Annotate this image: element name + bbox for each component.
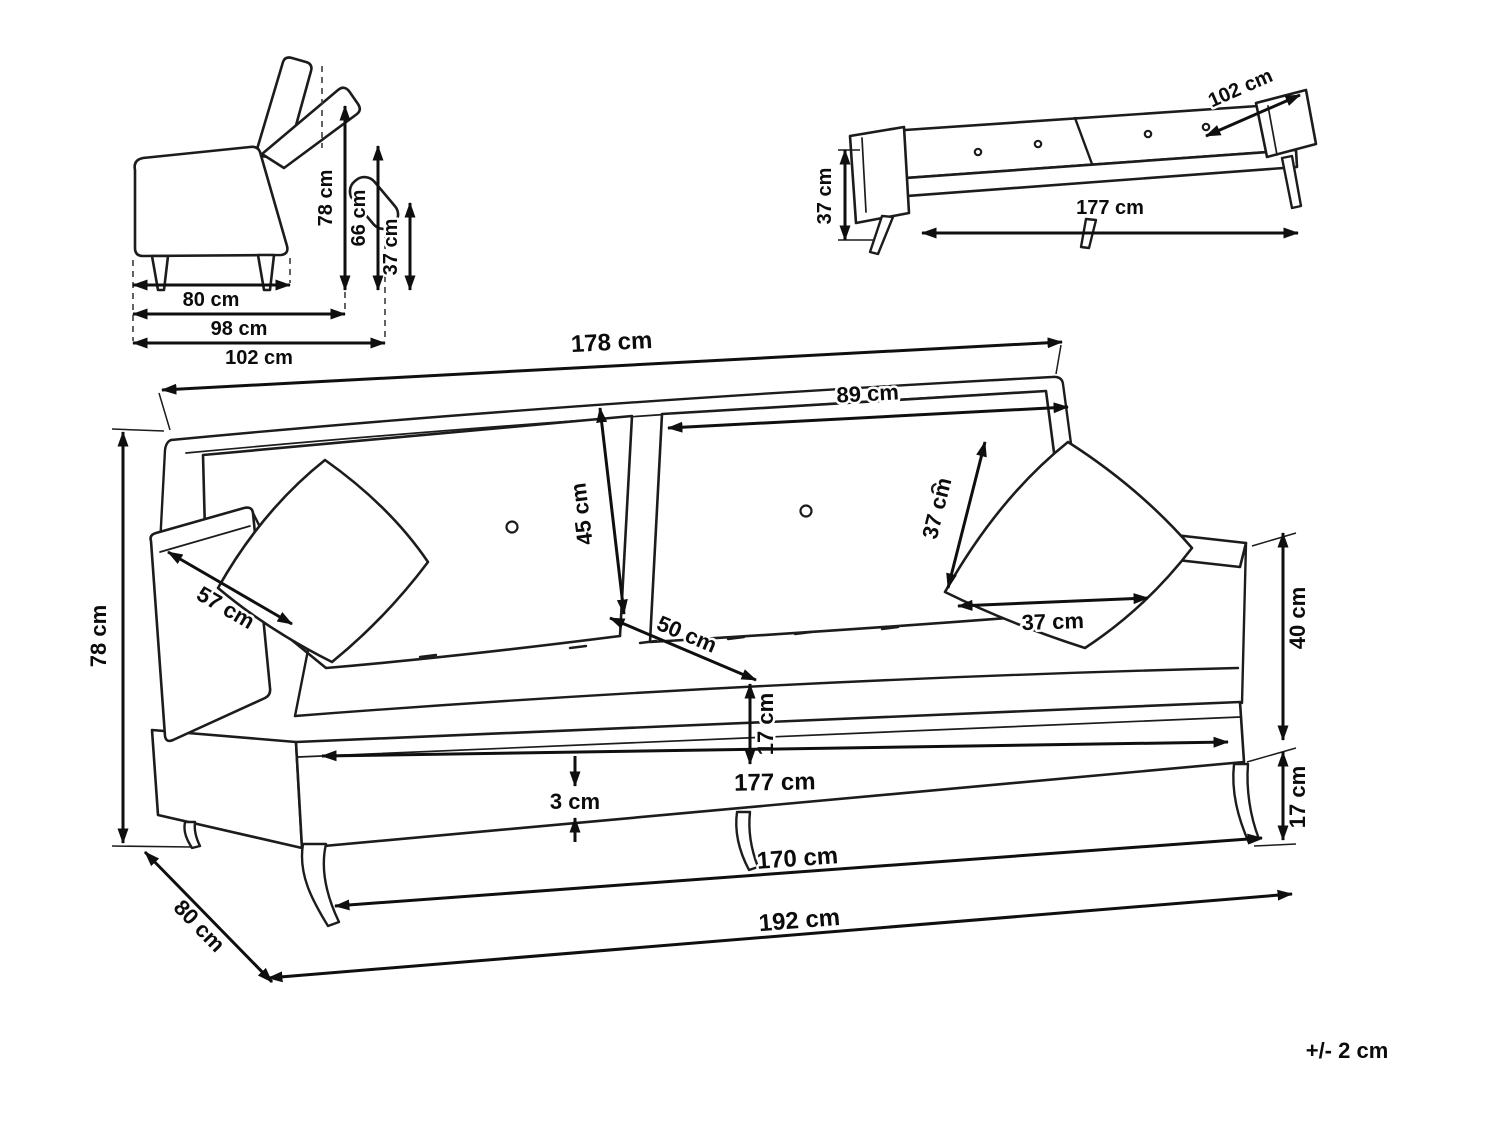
dim-bed-length: 177 cm [921,195,1299,239]
dim-side-mid-depth: 98 cm [132,308,346,343]
leg-front-middle [735,810,760,872]
leg-back-left [183,820,202,850]
dimension-arrow [957,593,1149,611]
dim-seat-width: 177 cm [321,736,1229,799]
dimension-arrow [167,550,293,626]
tufting-button [799,504,813,518]
dim-leg-span: 170 cm [334,833,1263,911]
bed-length-label: 177 cm [1076,197,1144,219]
side-back-height-label: 78 cm [315,170,337,227]
side-backrest-reclined [260,86,362,170]
side-seat [133,145,289,258]
side-guide-lines [132,66,386,341]
dimension-arrow [143,850,274,984]
base-left-face [150,728,304,850]
bed-left-armrest [848,125,911,225]
cushion-width-label: 37 cm [1021,608,1084,635]
dim-depth: 80 cm [143,850,274,984]
backrest-section-width-label: 89 cm [836,379,900,407]
dim-seat-thickness: 17 cm [744,683,781,765]
left-armrest-edge [159,525,251,553]
side-mid-depth-label: 98 cm [211,318,268,340]
dim-side-seat-height: 37 cm [378,202,416,291]
bed-fold-line [1073,116,1094,166]
dim-cushion-width: 37 cm [957,593,1149,638]
dim-armrest-height: 40 cm [1246,532,1313,847]
leg-front-right [1232,762,1261,845]
tufting-button [930,482,944,496]
dimension-arrow [596,407,628,615]
armrest-height-label: 40 cm [1285,587,1310,649]
seat-thickness-label: 17 cm [753,693,778,755]
leg-height-label: 17 cm [1285,766,1310,828]
side-headrest-height-label: 66 cm [348,190,370,247]
side-seat-height-label: 37 cm [380,219,402,276]
extension-tick [111,428,193,848]
tolerance-note: +/- 2 cm [1306,1038,1389,1063]
side-total-depth-label: 102 cm [225,347,293,369]
right-outer-edge [1240,541,1248,705]
dimension-arrow [1205,93,1301,138]
tufting-button [1143,129,1153,139]
front-view-dimensions: 178 cm 89 cm 45 cm 37 cm 37 cm 57 cm 78 … [84,324,1313,984]
dimension-arrow [321,736,1229,762]
total-height-label: 78 cm [86,605,111,667]
leg-span-label: 170 cm [756,842,839,875]
dim-bed-platform-height: 37 cm [812,149,874,241]
dimension-arrow [667,402,1069,433]
dim-backrest-section-width: 89 cm [667,377,1069,433]
dim-side-headrest-height: 66 cm [346,145,384,291]
seat-front-edge [293,666,1240,718]
bed-platform-height-label: 37 cm [814,168,836,225]
back-frame-left [158,438,173,547]
frame-thickness-label: 3 cm [550,789,600,814]
side-backrest-upright [253,56,313,160]
dimension-arrow [609,616,757,682]
dimension-arrow [267,889,1293,983]
dim-total-height: 78 cm [84,428,193,848]
leg-front-left [300,842,341,928]
back-width-label: 178 cm [570,327,653,358]
tufting-button [1033,139,1043,149]
tufting-button [973,147,983,157]
dimension-arrow [161,337,1063,395]
dim-back-width: 178 cm [161,324,1063,395]
extension-tick [1246,532,1297,847]
side-seat-depth-label: 80 cm [183,289,240,311]
bed-leg [868,214,895,256]
tufting-button [505,520,519,534]
seat-left-edge [293,648,310,718]
dimension-arrow [946,441,987,589]
dim-leg-height: 17 cm [1277,751,1313,841]
dim-side-total-depth: 102 cm [132,337,386,372]
bed-left-armrest-edge [861,137,867,213]
seat-width-label: 177 cm [734,768,816,796]
depth-label: 80 cm [169,895,230,957]
bed-view [848,88,1318,256]
dim-side-back-height: 78 cm [313,105,351,291]
tufting-button [1201,122,1211,132]
bed-leg [1280,154,1303,210]
dim-frame-thickness: 3 cm [547,756,603,842]
dim-base-width: 192 cm [267,889,1293,983]
